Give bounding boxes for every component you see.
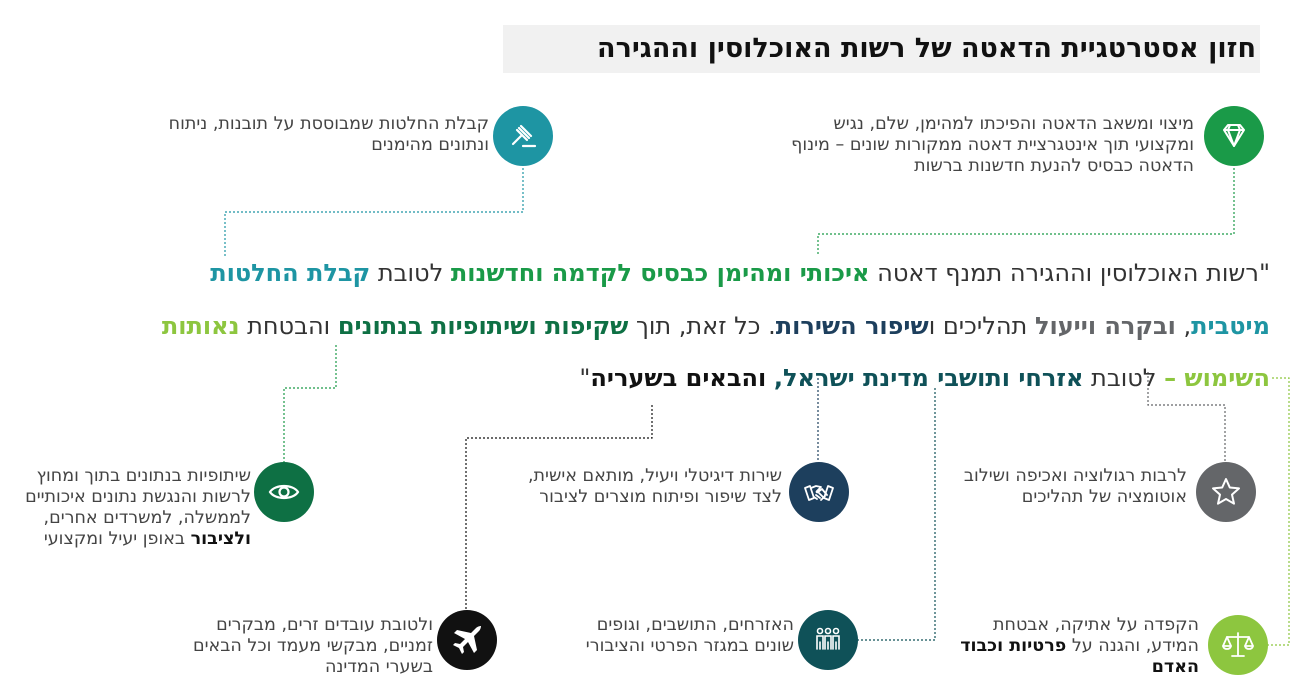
mission-segment bbox=[766, 364, 774, 392]
plane-icon bbox=[437, 610, 497, 670]
plane-line: בשערי המדינה bbox=[324, 657, 433, 677]
connector-people bbox=[858, 388, 936, 641]
connector-scales bbox=[1268, 377, 1290, 646]
people-line: שונים במגזר הפרטי והציבורי bbox=[585, 636, 794, 656]
star-text: לרבות רגולוציה ואכיפה ושילוב אוטומציה של… bbox=[867, 466, 1187, 508]
mission-segment: . כל זאת, תוך bbox=[628, 312, 776, 340]
eye-line: לרשות והנגשת נתונים איכותיים bbox=[25, 487, 251, 507]
handshake-icon bbox=[789, 462, 849, 522]
scales-line: הקפדה על אתיקה, אבטחת bbox=[993, 615, 1199, 635]
mission-segment: אזרחי ותושבי מדינת ישראל, bbox=[773, 364, 1084, 392]
star-line: לרבות רגולוציה ואכיפה ושילוב bbox=[963, 466, 1187, 486]
handshake-text: שירות דיגיטלי ויעיל, מותאם אישית, לצד שי… bbox=[442, 466, 782, 508]
people-line: האזרחים, התושבים, וגופים bbox=[596, 615, 794, 635]
people-icon bbox=[798, 610, 858, 670]
mission-line-3: השימוש – לטובת אזרחי ותושבי מדינת ישראל,… bbox=[20, 363, 1270, 393]
eye-icon bbox=[254, 462, 314, 522]
mission-segment: והבטחת bbox=[239, 312, 338, 340]
plane-line: זמניים, מבקשי מעמד וכל הבאים bbox=[193, 636, 433, 656]
mission-segment: קבלת החלטות bbox=[210, 259, 371, 287]
diamond-icon bbox=[1204, 106, 1264, 166]
gavel-text: קבלת החלטות שמבוססת על תובנות, ניתוח ונת… bbox=[149, 114, 489, 156]
diamond-line: מיצוי ומשאב הדאטה והפיכתו למהימן, שלם, נ… bbox=[833, 114, 1194, 134]
handshake-line: שירות דיגיטלי ויעיל, מותאם אישית, bbox=[527, 466, 782, 486]
eye-line: לממשלה, למשרדים אחרים, bbox=[43, 508, 251, 528]
handshake-line: לצד שיפור ופיתוח מוצרים לציבור bbox=[539, 487, 782, 507]
mission-line-2: מיטבית, ובקרה וייעול תהליכים ושיפור השיר… bbox=[20, 311, 1270, 341]
scales-text: הקפדה על אתיקה, אבטחת המידע, והגנה על פר… bbox=[919, 615, 1199, 678]
star-line: אוטומציה של תהליכים bbox=[1021, 487, 1187, 507]
eye-text: שיתופיות בנתונים בתוך ומחוץ לרשות והנגשת… bbox=[6, 466, 251, 550]
mission-segment: "רשות האוכלוסין וההגירה תמנף דאטה bbox=[869, 259, 1270, 287]
connector-gavel bbox=[224, 168, 524, 256]
diamond-line: הדאטה כבסיס להנעת חדשנות ברשות bbox=[914, 156, 1194, 176]
mission-segment: שיפור השירות bbox=[775, 312, 929, 340]
mission-segment: לטובת bbox=[370, 259, 451, 287]
mission-segment: שקיפות ושיתופיות בנתונים bbox=[337, 312, 629, 340]
eye-line: שיתופיות בנתונים בתוך ומחוץ bbox=[36, 466, 251, 486]
star-icon bbox=[1196, 462, 1256, 522]
connector-eye bbox=[283, 345, 337, 462]
scales-line: האדם bbox=[1151, 657, 1199, 677]
eye-bold: ולציבור bbox=[190, 529, 251, 549]
mission-line-1: "רשות האוכלוסין וההגירה תמנף דאטה איכותי… bbox=[20, 258, 1270, 288]
mission-segment: " bbox=[579, 364, 591, 392]
eye-line: ולציבור באופן יעיל ומקצועי bbox=[6, 529, 251, 550]
mission-segment: תהליכים ו bbox=[928, 312, 1035, 340]
plane-line: ולטובת עובדים זרים, מבקרים bbox=[216, 615, 433, 635]
gavel-icon bbox=[493, 106, 553, 166]
diamond-text: מיצוי ומשאב הדאטה והפיכתו למהימן, שלם, נ… bbox=[754, 114, 1194, 177]
eye-rest: באופן יעיל ומקצועי bbox=[43, 529, 191, 549]
connector-plane bbox=[465, 405, 653, 610]
page-title: חזון אסטרטגיית הדאטה של רשות האוכלוסין ו… bbox=[503, 25, 1260, 73]
gavel-line: ונתונים מהימנים bbox=[371, 135, 489, 155]
mission-segment: השימוש – bbox=[1164, 364, 1270, 392]
mission-segment: ובקרה וייעול bbox=[1034, 312, 1176, 340]
scales-icon bbox=[1208, 615, 1268, 675]
connector-star bbox=[1147, 372, 1226, 462]
gavel-line: קבלת החלטות שמבוססת על תובנות, ניתוח bbox=[168, 114, 489, 134]
people-text: האזרחים, התושבים, וגופים שונים במגזר הפר… bbox=[514, 615, 794, 657]
mission-segment: , bbox=[1175, 312, 1192, 340]
mission-segment: והבאים בשעריה bbox=[590, 364, 767, 392]
mission-segment: איכותי ומהימן כבסיס לקדמה וחדשנות bbox=[450, 259, 870, 287]
mission-segment: מיטבית bbox=[1191, 312, 1270, 340]
connector-diamond bbox=[817, 168, 1235, 256]
plane-text: ולטובת עובדים זרים, מבקרים זמניים, מבקשי… bbox=[133, 615, 433, 678]
mission-segment: לטובת bbox=[1083, 364, 1165, 392]
scales-line: המידע, והגנה על פרטיות וכבוד bbox=[919, 636, 1199, 657]
scales-bold: פרטיות וכבוד bbox=[960, 636, 1067, 656]
diamond-line: ומקצועי תוך אינטגרציית דאטה ממקורות שוני… bbox=[791, 135, 1194, 155]
scales-plain: המידע, והגנה על bbox=[1066, 636, 1199, 656]
mission-segment: נאותות bbox=[161, 312, 240, 340]
